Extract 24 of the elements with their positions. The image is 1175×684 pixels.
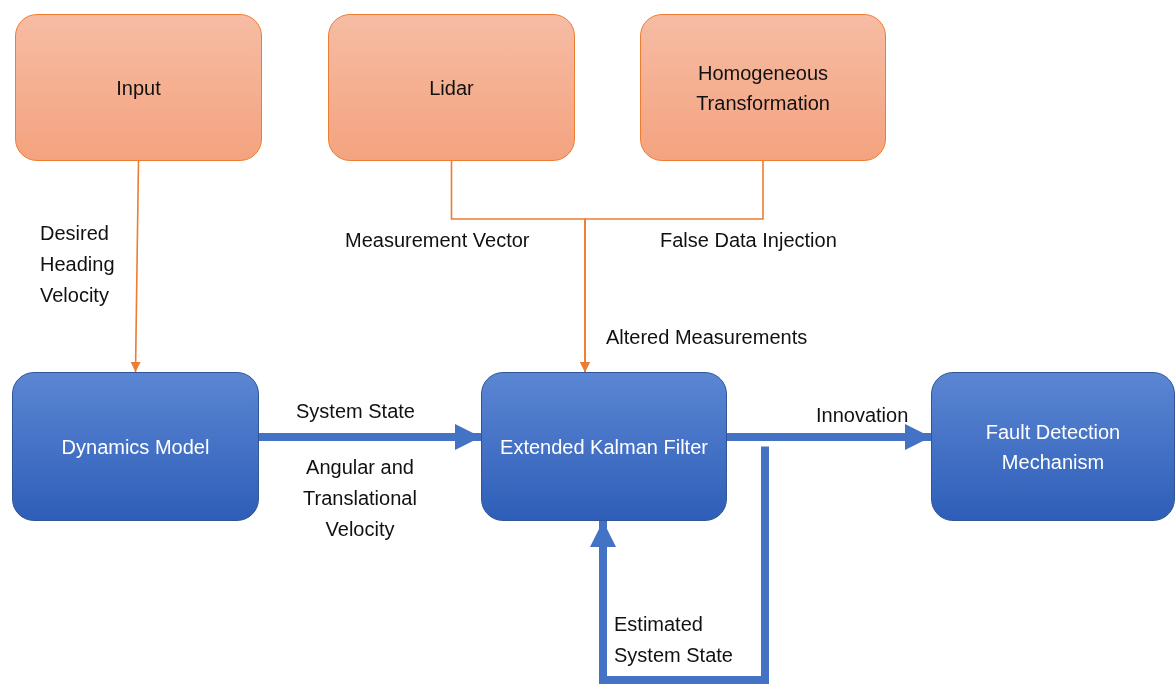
edge-label: System State bbox=[296, 399, 415, 424]
process-box bbox=[640, 14, 886, 161]
edge-label: Measurement Vector bbox=[345, 228, 530, 253]
arrow bbox=[727, 424, 931, 450]
arrow bbox=[259, 424, 481, 450]
edge-label: False Data Injection bbox=[660, 228, 837, 253]
annotation-text: Angular and Translational Velocity bbox=[302, 455, 418, 542]
edge-label: Innovation bbox=[816, 403, 909, 428]
arrow bbox=[130, 160, 141, 373]
process-box bbox=[481, 372, 727, 521]
node-label: Fault Detection Mechanism bbox=[984, 419, 1122, 475]
arrow bbox=[580, 160, 764, 373]
edge-label: Desired Heading Velocity bbox=[40, 221, 116, 308]
process-box bbox=[931, 372, 1175, 521]
node-label: Dynamics Model bbox=[61, 434, 210, 460]
node-label: Homogeneous Transformation bbox=[695, 60, 831, 116]
process-box bbox=[12, 372, 259, 521]
node-label: Extended Kalman Filter bbox=[500, 434, 708, 460]
edge-label: Estimated System State bbox=[614, 612, 734, 668]
annotation-text: Altered Measurements bbox=[606, 325, 808, 350]
node-label: Input bbox=[116, 75, 161, 101]
process-box bbox=[328, 14, 575, 161]
process-box bbox=[15, 14, 262, 161]
node-label: Lidar bbox=[429, 75, 474, 101]
